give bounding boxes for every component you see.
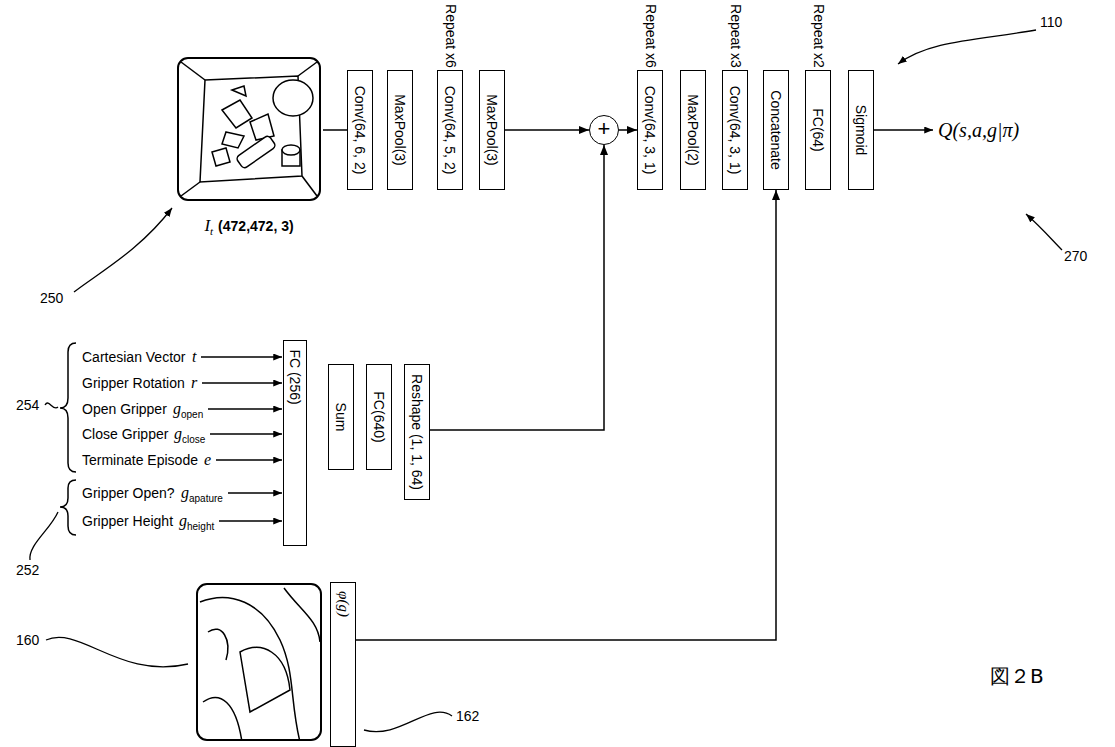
input-symbol: t xyxy=(192,348,196,366)
goal-embedding-box: φ(g) xyxy=(330,582,356,747)
input-subscript: open xyxy=(181,409,203,420)
reshape-box: Reshape (1, 1, 64) xyxy=(404,364,430,500)
repeat-label: Repeat x6 xyxy=(642,4,657,68)
layer-label: FC(64) xyxy=(811,108,825,152)
input-arrow xyxy=(202,382,282,383)
image-subscript: t xyxy=(210,225,213,237)
conv-layer-box: Conv(64, 3, 1) xyxy=(722,70,748,190)
input-subscript: height xyxy=(187,521,214,532)
sum-circle: + xyxy=(589,115,619,145)
layer-label: FC (256) xyxy=(288,349,302,404)
sum-symbol: + xyxy=(598,118,611,140)
layer-label: MaxPool(3) xyxy=(393,94,407,166)
input-symbol: g xyxy=(179,512,187,530)
connector xyxy=(356,190,776,640)
concat-box: Concatenate xyxy=(763,70,789,190)
input-subscript: apature xyxy=(189,493,223,504)
input-image: It (472,472, 3) xyxy=(175,56,323,236)
bin-image xyxy=(178,58,320,200)
input-name: Close Gripper xyxy=(82,427,168,442)
callout-number: 250 xyxy=(40,291,63,306)
layer-label: MaxPool(2) xyxy=(686,94,700,166)
image-symbol: I xyxy=(204,216,210,236)
input-name: Gripper Height xyxy=(82,514,173,529)
fc-layer-box: FC (256) xyxy=(283,340,307,546)
pool-layer-box: MaxPool(3) xyxy=(387,70,413,190)
input-symbol: g xyxy=(173,400,181,418)
callout-number: 252 xyxy=(16,563,39,578)
input-name: Terminate Episode xyxy=(82,453,198,468)
fc-layer-box: FC(640) xyxy=(366,364,392,470)
input-subscript: close xyxy=(182,434,205,445)
layer-label: Conv(64, 3, 1) xyxy=(728,85,742,174)
input-symbol: g xyxy=(181,484,189,502)
pool-layer-box: MaxPool(3) xyxy=(479,70,505,190)
input-symbol: r xyxy=(191,374,197,392)
layer-label: MaxPool(3) xyxy=(485,94,499,166)
callout-number: 162 xyxy=(456,709,479,724)
layer-label: φ(g) xyxy=(336,591,351,617)
input-symbol: e xyxy=(204,451,211,469)
layer-label: Conv(64, 6, 2) xyxy=(353,85,367,174)
input-arrow xyxy=(228,492,282,493)
pool-layer-box: MaxPool(2) xyxy=(680,70,706,190)
callout-number: 160 xyxy=(16,633,39,648)
repeat-label: Repeat x6 xyxy=(442,4,457,68)
input-arrow xyxy=(201,356,282,357)
image-size: (472,472, 3) xyxy=(218,218,294,234)
output-arrow xyxy=(874,129,933,131)
input-arrow xyxy=(216,459,282,460)
conv-layer-box: Conv(64, 6, 2) xyxy=(347,70,373,190)
input-symbol: g xyxy=(174,425,182,443)
figure-label: 図２B xyxy=(990,665,1044,687)
output-label: Q(s,a,g|π) xyxy=(938,119,1019,141)
repeat-label: Repeat x2 xyxy=(810,4,825,68)
layer-label: FC(640) xyxy=(372,391,386,442)
conv-layer-box: Conv(64, 5, 2) xyxy=(437,70,463,190)
brace xyxy=(60,343,76,535)
repeat-label: Repeat x3 xyxy=(727,4,742,68)
input-name: Open Gripper xyxy=(82,402,167,417)
input-arrow xyxy=(210,433,282,434)
input-name: Gripper Rotation xyxy=(82,376,185,391)
callout-number: 254 xyxy=(16,398,39,413)
connector xyxy=(323,129,347,131)
fc-layer-box: FC(64) xyxy=(805,70,831,190)
sum-box: Sum xyxy=(328,364,354,470)
image-caption: It (472,472, 3) xyxy=(175,216,323,236)
leader-line xyxy=(30,30,1062,732)
connector xyxy=(505,129,589,131)
input-name: Cartesian Vector xyxy=(82,350,186,365)
input-arrow xyxy=(208,408,282,409)
input-name: Gripper Open? xyxy=(82,486,175,501)
layer-label: Reshape (1, 1, 64) xyxy=(410,374,424,490)
layer-label: Sum xyxy=(334,402,348,431)
layer-label: Conv(64, 3, 1) xyxy=(643,85,657,174)
layer-label: Conv(64, 5, 2) xyxy=(443,85,457,174)
goal-image xyxy=(197,584,321,742)
sigmoid-box: Sigmoid xyxy=(848,70,874,190)
connector xyxy=(619,129,637,131)
input-arrow xyxy=(219,520,282,521)
layer-label: Concatenate xyxy=(769,90,783,169)
callout-number: 110 xyxy=(1040,15,1062,30)
layer-label: Sigmoid xyxy=(854,104,868,155)
conv-layer-box: Conv(64, 3, 1) xyxy=(637,70,663,190)
callout-number: 270 xyxy=(1064,249,1087,264)
